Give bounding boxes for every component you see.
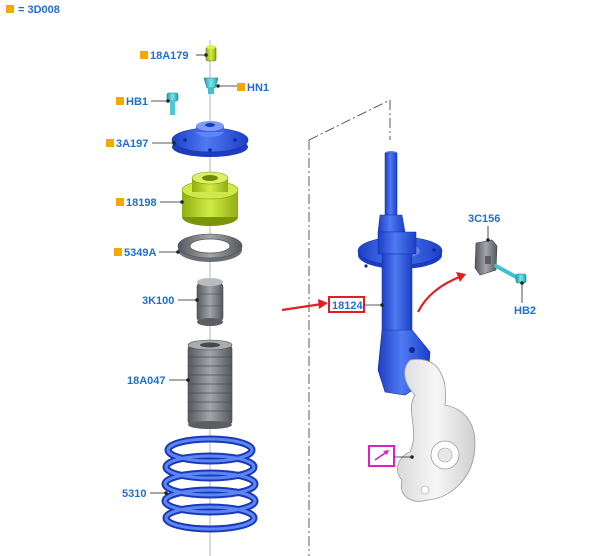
label-18198[interactable]: 18198 <box>126 197 157 209</box>
leader-dot <box>195 298 199 302</box>
highlight-arrows <box>281 272 466 313</box>
legend-text: = 3D008 <box>18 4 60 16</box>
part-18124-strut-assembly[interactable] <box>357 151 443 396</box>
part-HB2-bolt[interactable] <box>494 264 527 284</box>
kit-symbol <box>237 83 245 91</box>
leader-dot <box>166 99 170 103</box>
part-3K100-jounce-bumper[interactable] <box>196 278 224 326</box>
part-5349A-spring-isolator[interactable] <box>177 233 243 262</box>
label-18124[interactable]: 18124 <box>332 300 363 312</box>
leader-dot <box>380 303 384 307</box>
part-HN1-nut[interactable] <box>203 77 219 94</box>
label-18A179[interactable]: 18A179 <box>150 50 189 62</box>
label-3C156[interactable]: 3C156 <box>468 213 500 225</box>
vehicle-reference-lines <box>308 99 391 556</box>
label-HB1[interactable]: HB1 <box>126 96 148 108</box>
part-18A179-nut[interactable] <box>205 45 217 62</box>
label-3A197[interactable]: 3A197 <box>116 138 148 150</box>
steering-knuckle <box>397 358 476 502</box>
leader-dot <box>164 491 168 495</box>
leader-dot <box>216 84 220 88</box>
label-5310[interactable]: 5310 <box>122 488 146 500</box>
view-callout-icon[interactable] <box>368 445 414 467</box>
label-18A047[interactable]: 18A047 <box>127 375 166 387</box>
part-5310-coil-spring[interactable] <box>161 435 259 533</box>
leader-dot <box>204 53 208 57</box>
leader-dot <box>520 281 524 285</box>
part-3C156-bracket[interactable] <box>474 239 498 276</box>
label-5349A[interactable]: 5349A <box>124 247 156 259</box>
label-HB2[interactable]: HB2 <box>514 305 536 317</box>
leader-dot <box>176 250 180 254</box>
part-3A197-upper-mount[interactable] <box>171 121 249 157</box>
kit-symbol <box>140 51 148 59</box>
label-HN1[interactable]: HN1 <box>247 82 269 94</box>
kit-symbol <box>106 139 114 147</box>
leader-dot <box>180 200 184 204</box>
part-HB1-bolt[interactable] <box>166 92 179 115</box>
kit-symbol <box>116 198 124 206</box>
part-18A047-dust-boot[interactable] <box>187 339 233 429</box>
part-18198-spring-seat[interactable] <box>181 171 239 226</box>
label-3K100[interactable]: 3K100 <box>142 295 174 307</box>
kit-symbol <box>116 97 124 105</box>
leader-dot <box>186 378 190 382</box>
kit-symbol <box>114 248 122 256</box>
leader-dot <box>172 141 176 145</box>
kit-symbol <box>6 5 14 13</box>
highlight-box <box>328 296 365 313</box>
leader-dot <box>486 238 490 242</box>
